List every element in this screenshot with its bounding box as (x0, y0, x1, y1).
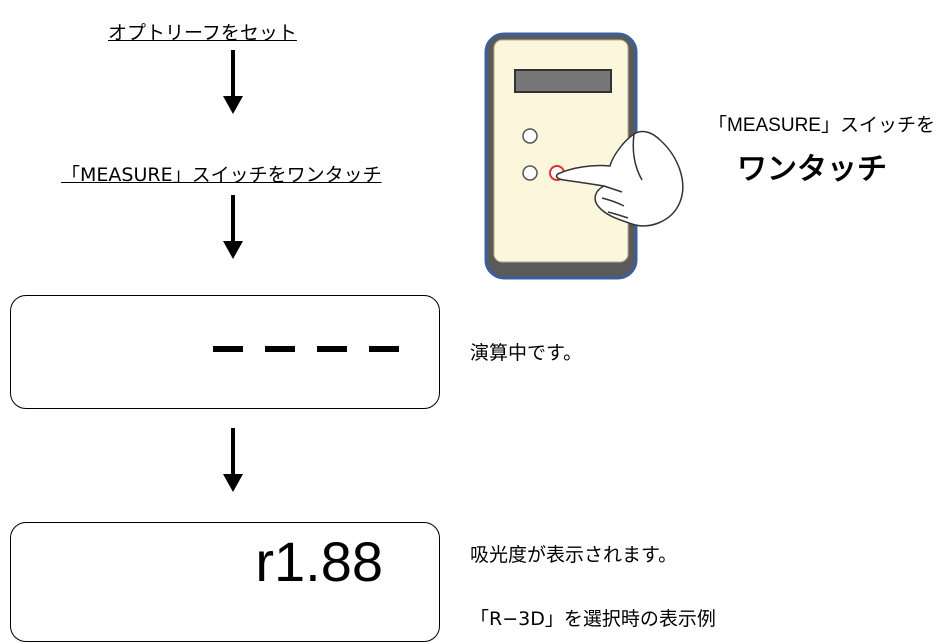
device-screen (514, 69, 612, 93)
down-arrow-1 (223, 50, 243, 114)
dash-readout (213, 346, 399, 352)
display-panel-computing (10, 295, 440, 409)
device-button-2 (522, 165, 538, 181)
result-example-note: 「R−3D」を選択時の表示例 (470, 608, 716, 630)
callout-line2: ワンタッチ (737, 152, 887, 187)
absorbance-readout: r1.88 (255, 530, 383, 593)
down-arrow-2 (223, 195, 243, 259)
dash-1 (213, 346, 243, 352)
step1-label: オプトリーフをセット (108, 22, 297, 44)
dash-3 (317, 346, 347, 352)
device-illustration (484, 32, 684, 280)
result-note: 吸光度が表示されます。 (470, 544, 678, 566)
dash-4 (369, 346, 399, 352)
pointing-hand-icon (555, 130, 684, 227)
down-arrow-3 (223, 428, 243, 492)
step2-label: 「MEASURE」スイッチをワンタッチ (61, 164, 382, 186)
callout-line1: 「MEASURE」スイッチを (708, 115, 935, 136)
dash-2 (265, 346, 295, 352)
display-panel-result: r1.88 (10, 522, 440, 642)
device-button-1 (522, 128, 538, 144)
computing-note: 演算中です。 (470, 342, 583, 364)
